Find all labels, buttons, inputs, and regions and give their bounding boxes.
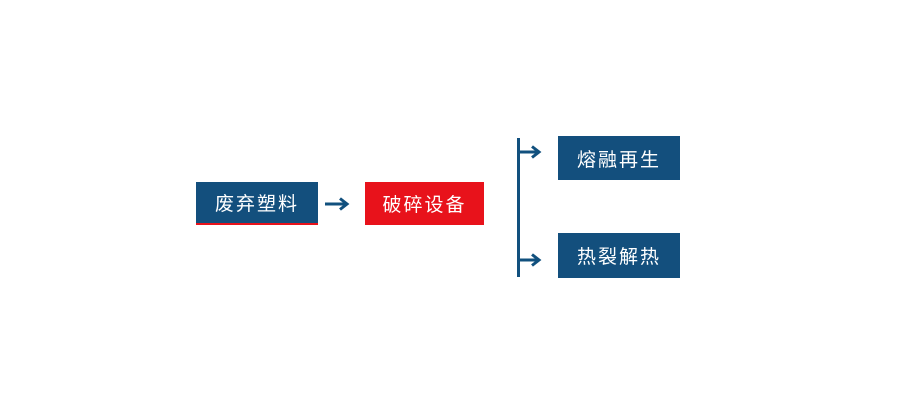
node-melt-regeneration-label: 熔融再生 (576, 149, 661, 171)
node-waste-plastic: 废弃塑料 (196, 182, 318, 225)
node-crushing-equipment: 破碎设备 (365, 182, 484, 225)
node-melt-regeneration: 熔融再生 (558, 136, 680, 180)
node-waste-plastic-label: 废弃塑料 (214, 194, 299, 215)
node-thermal-pyrolysis-label: 热裂解热 (576, 247, 661, 268)
node-thermal-pyrolysis: 热裂解热 (558, 233, 680, 278)
node-crushing-equipment-label: 破碎设备 (382, 195, 467, 216)
